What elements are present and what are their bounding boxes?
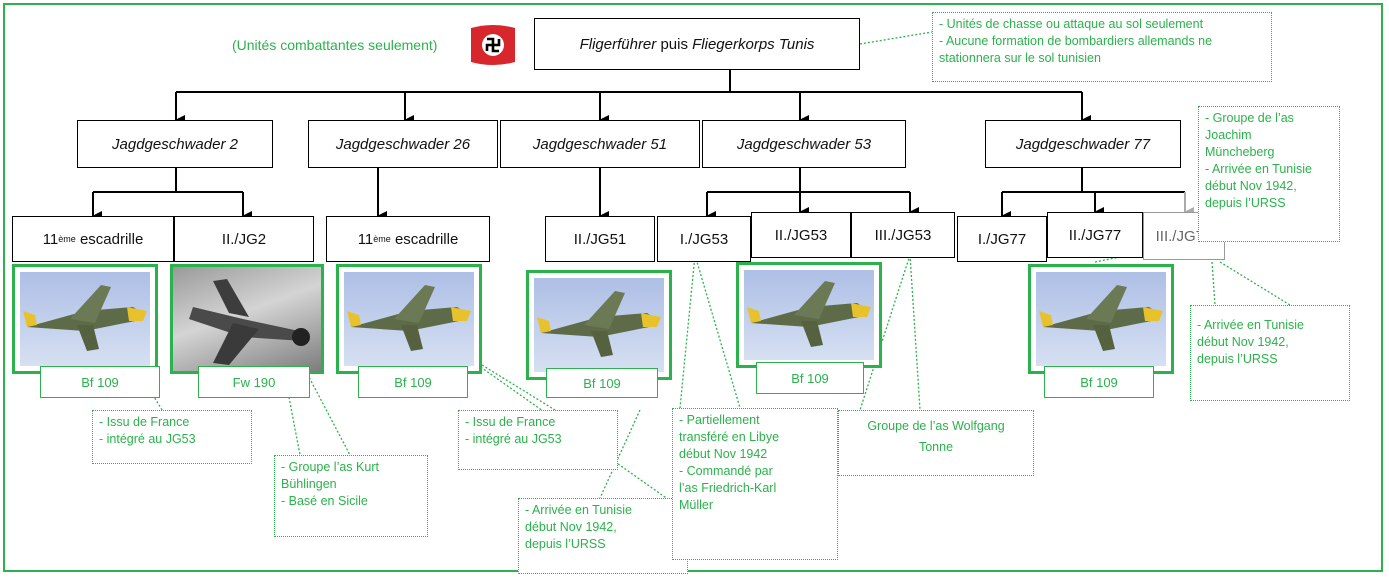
note-escadrille-jg26: - Issu de France - intégré au JG53 — [458, 410, 618, 470]
caption-aircraft: Bf 109 — [756, 362, 864, 394]
photo-bf109-2 — [336, 264, 482, 374]
unit-label: escadrille — [75, 230, 144, 248]
note-ii-jg51: - Arrivée en Tunisie début Nov 1942, dep… — [518, 498, 688, 574]
unit-iii-jg53: III./JG53 — [851, 212, 955, 258]
note-line: Joachim — [1205, 128, 1252, 142]
note-ii-jg2: - Groupe l’as Kurt Bühlingen - Basé en S… — [274, 455, 428, 537]
note-line: - Basé en Sicile — [281, 494, 368, 508]
note-ii-jg77: - Groupe de l’as Joachim Müncheberg - Ar… — [1198, 106, 1340, 242]
note-line: - Aucune formation de bombardiers allema… — [939, 34, 1213, 48]
root-command-box: Fligerführer puis Fliegerkorps Tunis — [534, 18, 860, 70]
note-line: début Nov 1942, — [1197, 335, 1289, 349]
note-line: depuis l’URSS — [525, 537, 606, 551]
caption-aircraft: Bf 109 — [40, 366, 160, 398]
note-line: - Groupe l’as Kurt — [281, 460, 379, 474]
root-title-part1: Fligerführer — [579, 35, 657, 53]
note-line: - Groupe de l’as — [1205, 111, 1294, 125]
caption-aircraft: Bf 109 — [546, 368, 658, 398]
note-line: - intégré au JG53 — [465, 432, 562, 446]
note-line: - Arrivée en Tunisie — [1197, 318, 1304, 332]
root-title-part3: Fliegerkorps Tunis — [692, 35, 815, 53]
note-line: transféré en Libye — [679, 430, 780, 444]
plane-icon — [23, 285, 147, 351]
root-title-part2: puis — [656, 35, 693, 53]
note-line: Müller — [679, 498, 714, 512]
plane-icon — [189, 279, 310, 365]
note-line: stationnera sur le sol tunisien — [939, 51, 1101, 65]
plane-icon — [347, 285, 471, 351]
unit-ii-jg51: II./JG51 — [545, 216, 655, 262]
note-line: Müncheberg — [1205, 145, 1275, 159]
note-line: début Nov 1942 — [679, 447, 768, 461]
note-line: - Unités de chasse ou attaque au sol seu… — [939, 17, 1204, 31]
unit-number: 11 — [357, 230, 374, 248]
caption-aircraft: Bf 109 — [358, 366, 468, 398]
unit-sup: ème — [373, 234, 391, 244]
note-line: - Issu de France — [99, 415, 190, 429]
note-line: l’as Friedrich-Karl — [679, 481, 777, 495]
note-line: début Nov 1942, — [525, 520, 617, 534]
unit-i-jg53: I./JG53 — [657, 216, 751, 262]
plane-icon — [537, 291, 661, 357]
note-line: début Nov 1942, — [1205, 179, 1297, 193]
note-line: - Commandé par — [679, 464, 773, 478]
note-line: - Arrivée en Tunisie — [1205, 162, 1312, 176]
note-line: depuis l’URSS — [1197, 352, 1278, 366]
note-line: - intégré au JG53 — [99, 432, 196, 446]
unit-label: escadrille — [390, 230, 459, 248]
subtitle: (Unités combattantes seulement) — [232, 37, 438, 53]
wing-jg51: Jagdgeschwader 51 — [500, 120, 700, 168]
note-escadrille-jg2: - Issu de France - intégré au JG53 — [92, 410, 252, 464]
wing-jg53: Jagdgeschwader 53 — [702, 120, 906, 168]
photo-bf109-5 — [1028, 264, 1174, 374]
note-root: - Unités de chasse ou attaque au sol seu… — [932, 12, 1272, 82]
photo-bf109-4 — [736, 262, 882, 368]
caption-aircraft: Bf 109 — [1044, 366, 1154, 398]
note-i-jg53: - Partiellement transféré en Libye début… — [672, 408, 838, 560]
diagram-frame — [3, 3, 1383, 572]
flag-icon — [468, 24, 518, 68]
caption-aircraft: Fw 190 — [198, 366, 310, 398]
unit-ii-jg53: II./JG53 — [751, 212, 851, 258]
plane-icon — [1039, 285, 1163, 351]
unit-number: 11 — [42, 230, 59, 248]
note-line: Tonne — [918, 440, 954, 454]
unit-ii-jg2: II./JG2 — [174, 216, 314, 262]
note-line: Bühlingen — [281, 477, 337, 491]
wing-jg2: Jagdgeschwader 2 — [77, 120, 273, 168]
photo-fw190 — [170, 264, 324, 374]
note-line: - Issu de France — [465, 415, 556, 429]
note-line: - Partiellement — [679, 413, 760, 427]
note-line: Groupe de l’as Wolfgang — [867, 419, 1005, 433]
photo-bf109-3 — [526, 270, 672, 380]
unit-ii-jg77: II./JG77 — [1047, 212, 1143, 258]
wing-jg26: Jagdgeschwader 26 — [308, 120, 498, 168]
plane-icon — [747, 281, 871, 347]
note-line: depuis l’URSS — [1205, 196, 1286, 210]
note-iii-jg77: - Arrivée en Tunisie début Nov 1942, dep… — [1190, 305, 1350, 401]
note-line: - Arrivée en Tunisie — [525, 503, 632, 517]
unit-i-jg77: I./JG77 — [957, 216, 1047, 262]
note-iii-jg53: Groupe de l’as Wolfgang Tonne — [838, 410, 1034, 476]
photo-bf109-1 — [12, 264, 158, 374]
wing-jg77: Jagdgeschwader 77 — [985, 120, 1181, 168]
unit-sup: ème — [58, 234, 76, 244]
